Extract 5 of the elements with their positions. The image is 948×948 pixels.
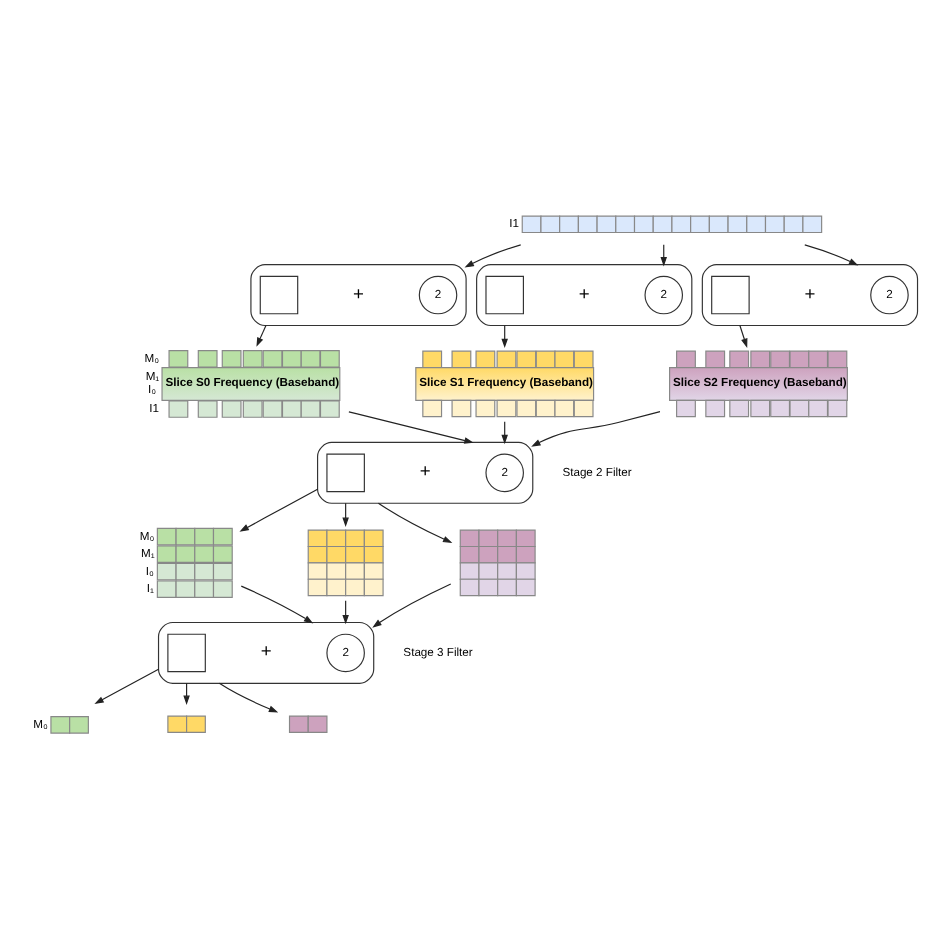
label: + bbox=[419, 461, 431, 482]
label: + bbox=[260, 641, 272, 662]
label: + bbox=[578, 283, 590, 304]
label: + bbox=[804, 283, 816, 304]
label: + bbox=[353, 283, 364, 304]
